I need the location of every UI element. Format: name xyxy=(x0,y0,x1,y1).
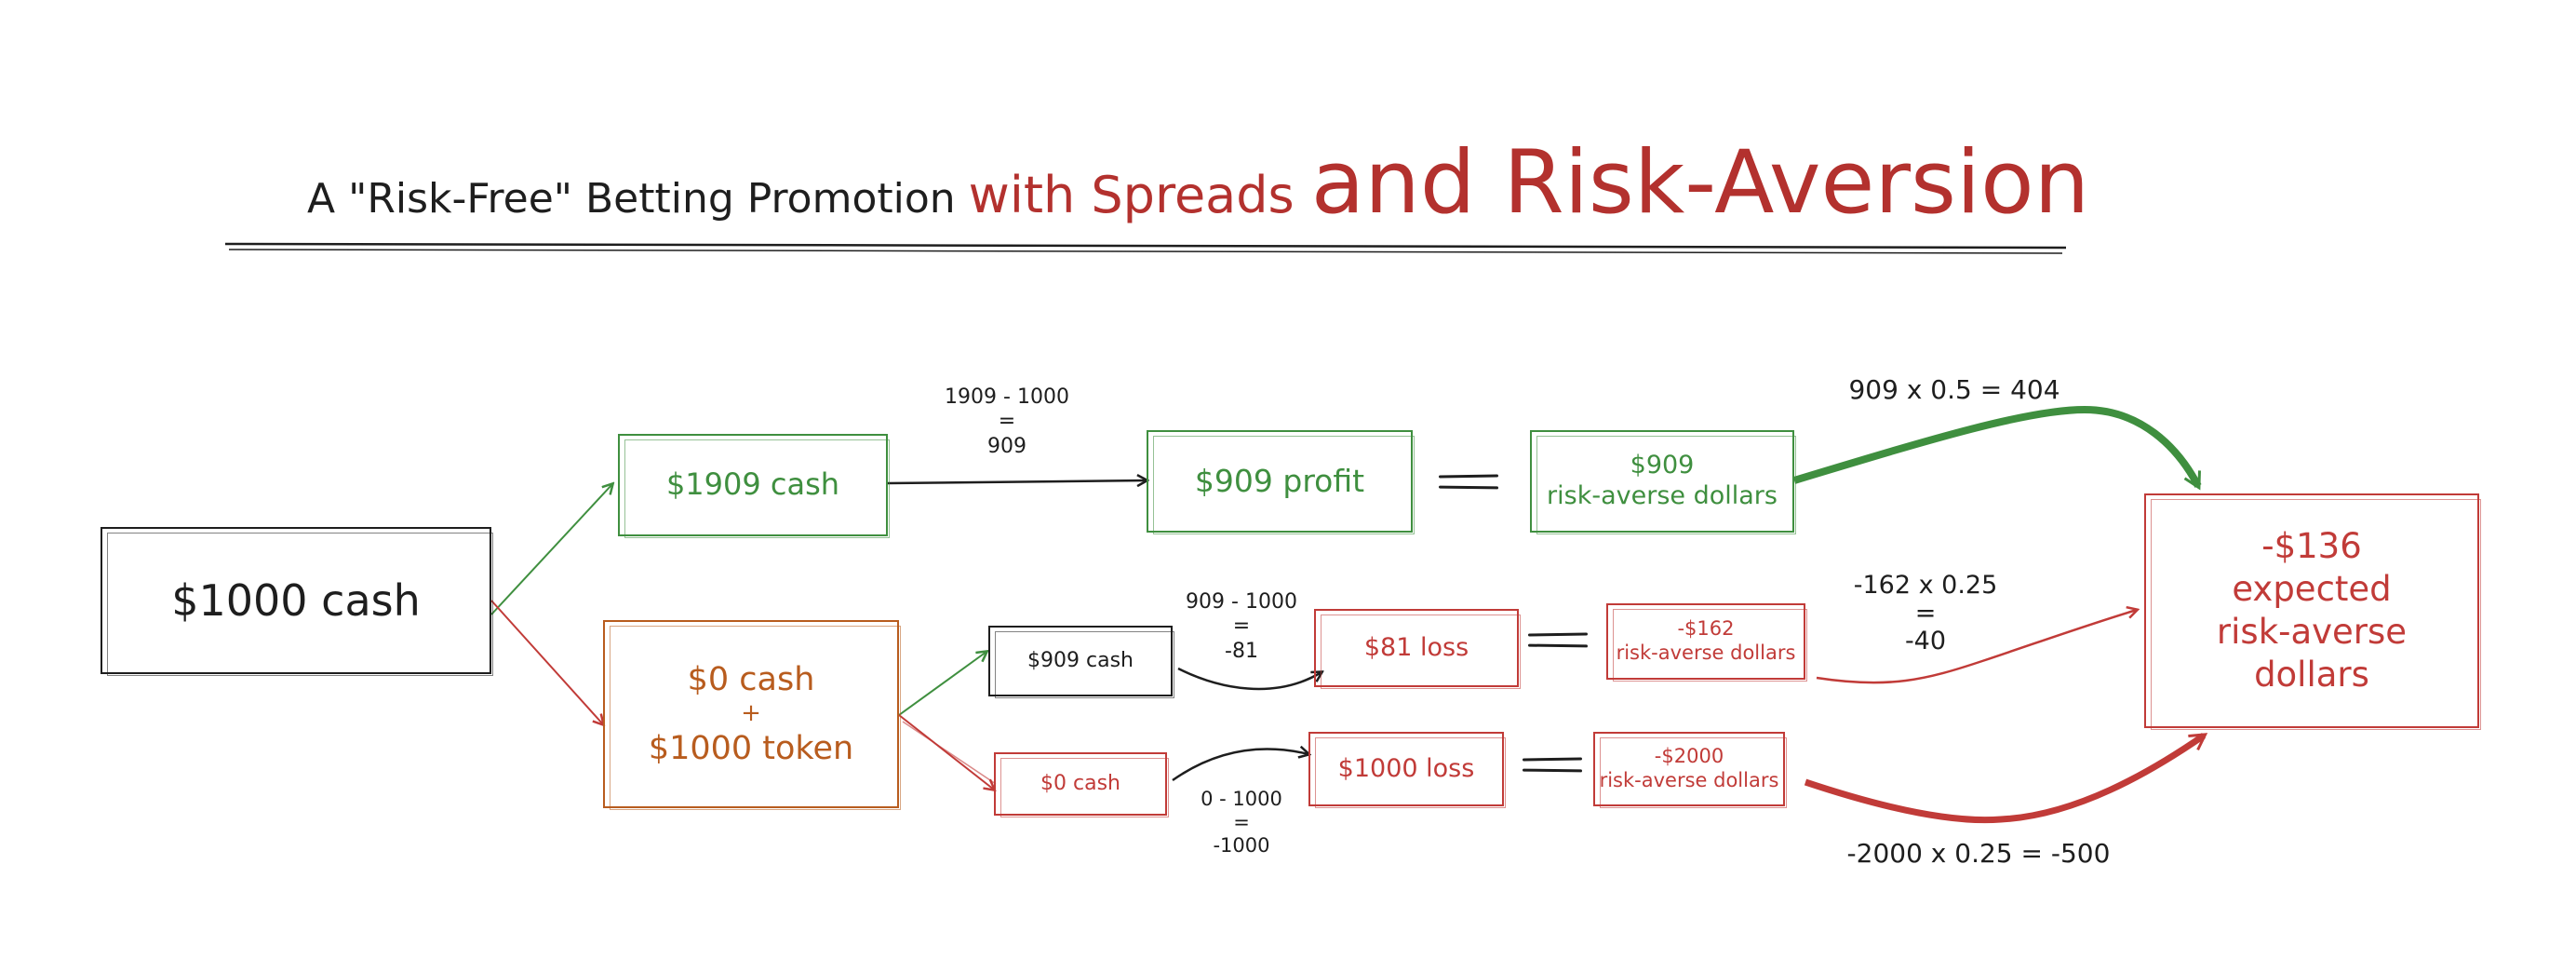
equals-sign-mid xyxy=(1528,629,1588,654)
label-win-calc-line2: = xyxy=(998,410,1016,434)
arrow-token-to-win-cash xyxy=(898,652,986,716)
arrow-token-win-cash-to-loss xyxy=(1177,667,1322,691)
label-mid-ev-line2: = xyxy=(1914,599,1937,628)
node-token-win-loss: $81 loss xyxy=(1314,609,1521,689)
node-token-win-cash: $909 cash xyxy=(988,626,1174,698)
label-token-win-calc-line3: -81 xyxy=(1225,639,1258,663)
node-token-lose-cash: $0 cash xyxy=(994,752,1169,817)
arrow-win-to-result xyxy=(1792,405,2202,491)
label-token-lose-calc-line3: -1000 xyxy=(1213,834,1270,858)
node-win-profit-text: $909 profit xyxy=(1194,462,1365,499)
label-token-lose-calc: 0 - 1000 = -1000 xyxy=(1184,788,1299,858)
node-token-win-cash-text: $909 cash xyxy=(1027,648,1134,672)
arrow-lose-to-result xyxy=(1804,733,2208,824)
label-mid-ev-line3: -40 xyxy=(1904,627,1947,656)
arrow-start-to-win xyxy=(490,484,612,615)
node-token-line2: + xyxy=(741,699,761,728)
label-mid-ev-line1: -162 x 0.25 xyxy=(1853,571,1998,600)
node-token: $0 cash + $1000 token xyxy=(603,620,901,810)
node-win-cash-text: $1909 cash xyxy=(665,466,840,503)
node-token-line1: $0 cash xyxy=(687,661,815,699)
node-token-win-risk-averse: -$162 risk-averse dollars xyxy=(1606,603,1807,682)
title-part-3: and Risk-Aversion xyxy=(1310,132,2090,234)
node-result-line3: risk-averse xyxy=(2216,612,2408,652)
node-token-win-ra-line1: -$162 xyxy=(1677,617,1735,641)
node-token-lose-ra-line1: -$2000 xyxy=(1654,745,1724,768)
label-token-win-calc: 909 - 1000 = -81 xyxy=(1174,590,1308,664)
label-win-calc: 1909 - 1000 = 909 xyxy=(940,385,1074,459)
node-result-line2: expected xyxy=(2232,568,2392,609)
label-token-lose-calc-line1: 0 - 1000 xyxy=(1201,788,1282,810)
arrow-mid-to-result xyxy=(1816,610,2137,684)
label-token-lose-calc-line2: = xyxy=(1233,811,1250,834)
node-result-line1: -$136 xyxy=(2261,525,2362,566)
label-mid-ev: -162 x 0.25 = -40 xyxy=(1837,571,2014,656)
node-token-lose-ra-line2: risk-averse dollars xyxy=(1599,769,1779,791)
title-underline xyxy=(224,242,2067,250)
node-win-ra-line2: risk-averse dollars xyxy=(1547,481,1778,510)
arrow-start-to-token xyxy=(490,600,603,724)
node-token-lose-loss: $1000 loss xyxy=(1308,732,1506,808)
node-result-line4: dollars xyxy=(2254,655,2369,696)
node-token-win-ra-line2: risk-averse dollars xyxy=(1616,642,1796,664)
label-token-win-calc-line2: = xyxy=(1232,615,1251,639)
node-token-lose-loss-text: $1000 loss xyxy=(1337,753,1475,783)
label-win-calc-line1: 1909 - 1000 xyxy=(945,385,1069,409)
equals-sign-win xyxy=(1439,471,1498,495)
node-win-profit: $909 profit xyxy=(1147,430,1415,534)
label-lose-ev: -2000 x 0.25 = -500 xyxy=(1846,838,2111,869)
title-part-1: A "Risk-Free" Betting Promotion xyxy=(307,175,956,223)
label-token-win-calc-line1: 909 - 1000 xyxy=(1186,590,1297,614)
node-win-ra-line1: $909 xyxy=(1630,451,1695,480)
node-win-risk-averse: $909 risk-averse dollars xyxy=(1530,430,1796,534)
node-result: -$136 expected risk-averse dollars xyxy=(2144,493,2481,730)
node-token-lose-cash-text: $0 cash xyxy=(1040,771,1120,795)
label-win-calc-line3: 909 xyxy=(987,434,1026,458)
arrow-token-lose-cash-to-loss xyxy=(1172,750,1308,782)
node-token-line3: $1000 token xyxy=(648,729,854,767)
arrow-token-to-lose-cash xyxy=(898,714,994,790)
arrow-win-cash-to-profit xyxy=(887,480,1147,483)
equals-sign-lose xyxy=(1523,754,1582,778)
arrow-token-to-lose-cash-2 xyxy=(902,721,997,785)
label-win-ev: 909 x 0.5 = 404 xyxy=(1848,374,2060,405)
node-start-cash-text: $1000 cash xyxy=(171,574,421,626)
node-start-cash: $1000 cash xyxy=(101,527,493,676)
title-underline-2 xyxy=(228,249,2063,254)
node-token-lose-risk-averse: -$2000 risk-averse dollars xyxy=(1593,732,1787,808)
title-part-2: with Spreads xyxy=(968,166,1295,224)
node-token-win-loss-text: $81 loss xyxy=(1363,632,1469,662)
node-win-cash: $1909 cash xyxy=(618,434,890,538)
